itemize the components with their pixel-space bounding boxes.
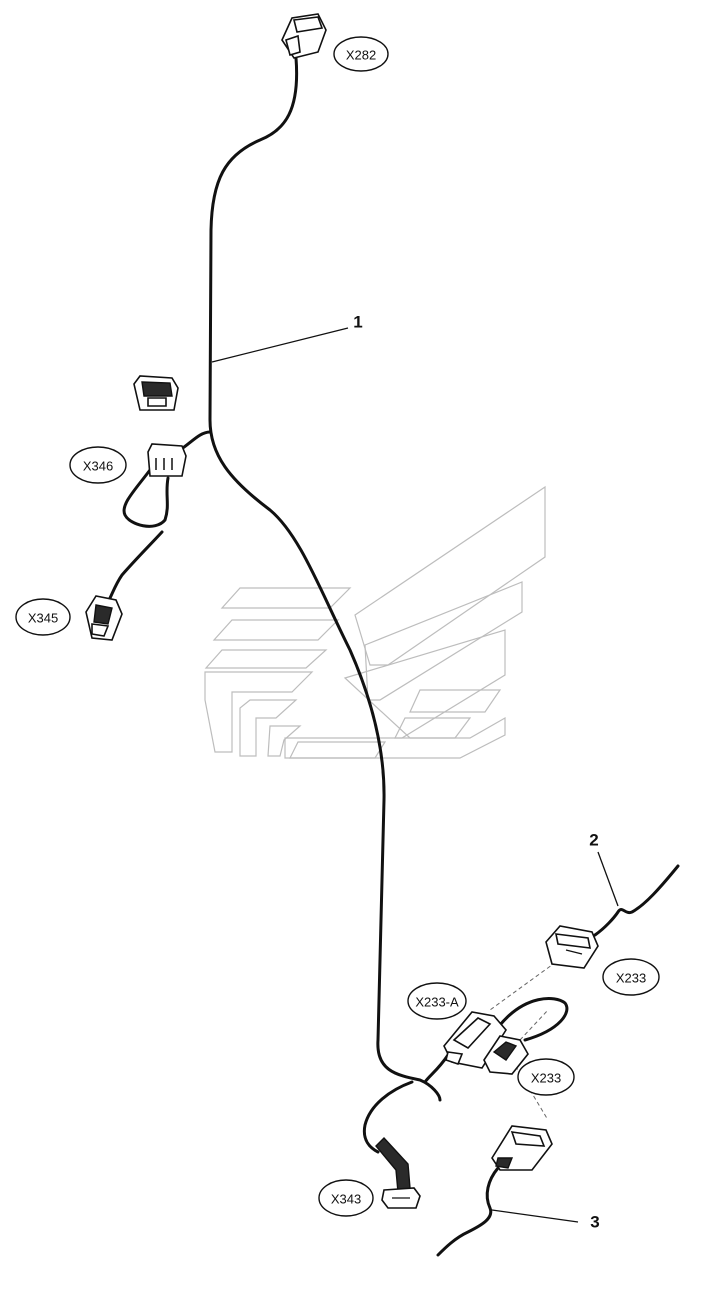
wire-item-2 (593, 864, 680, 937)
harness-main-wire (208, 56, 442, 1102)
connector-x345 (85, 595, 123, 641)
leader-item-2 (597, 851, 619, 907)
label-bubble-x346: X346 (69, 446, 127, 484)
label-x233-a: X233-A (415, 995, 459, 1010)
label-bubble-x345: X345 (15, 598, 71, 636)
loop-wire-x233 (498, 997, 569, 1042)
label-bubble-x233-lower: X233 (517, 1058, 575, 1096)
branch-wire-x343 (362, 1080, 414, 1154)
label-x233-lower: X233 (531, 1071, 561, 1086)
alignment-line-upper (489, 961, 557, 1011)
label-x233-upper: X233 (616, 971, 646, 986)
label-x345: X345 (28, 611, 58, 626)
label-bubble-x282: X282 (333, 36, 389, 72)
logo-watermark (204, 485, 546, 759)
branch-wire-x345 (106, 468, 170, 604)
label-bubble-x233-a: X233-A (407, 982, 467, 1020)
wire-item-3 (436, 1166, 500, 1257)
connector-x233-lower (483, 1035, 529, 1075)
connector-x343 (375, 1136, 421, 1209)
callout-item-2: 2 (589, 831, 598, 850)
label-bubble-x233-upper: X233 (602, 958, 660, 996)
alignment-line-lower (511, 1059, 549, 1121)
label-x282: X282 (346, 48, 376, 63)
alignment-line-mid (519, 1009, 549, 1041)
label-x346: X346 (83, 459, 113, 474)
callout-item-1: 1 (353, 313, 362, 332)
rocker-switch (133, 375, 179, 411)
leader-item-1 (211, 327, 349, 363)
connector-x233-upper (545, 925, 599, 969)
leader-item-3 (491, 1209, 579, 1223)
label-bubble-x343: X343 (318, 1179, 374, 1217)
connector-x282 (281, 13, 327, 59)
label-x343: X343 (331, 1192, 361, 1207)
connector-item-3 (491, 1125, 553, 1171)
branch-wire-x233a (423, 1053, 450, 1084)
callout-item-3: 3 (590, 1213, 599, 1232)
connector-x346 (147, 443, 187, 477)
branch-wire-x346 (178, 430, 212, 452)
